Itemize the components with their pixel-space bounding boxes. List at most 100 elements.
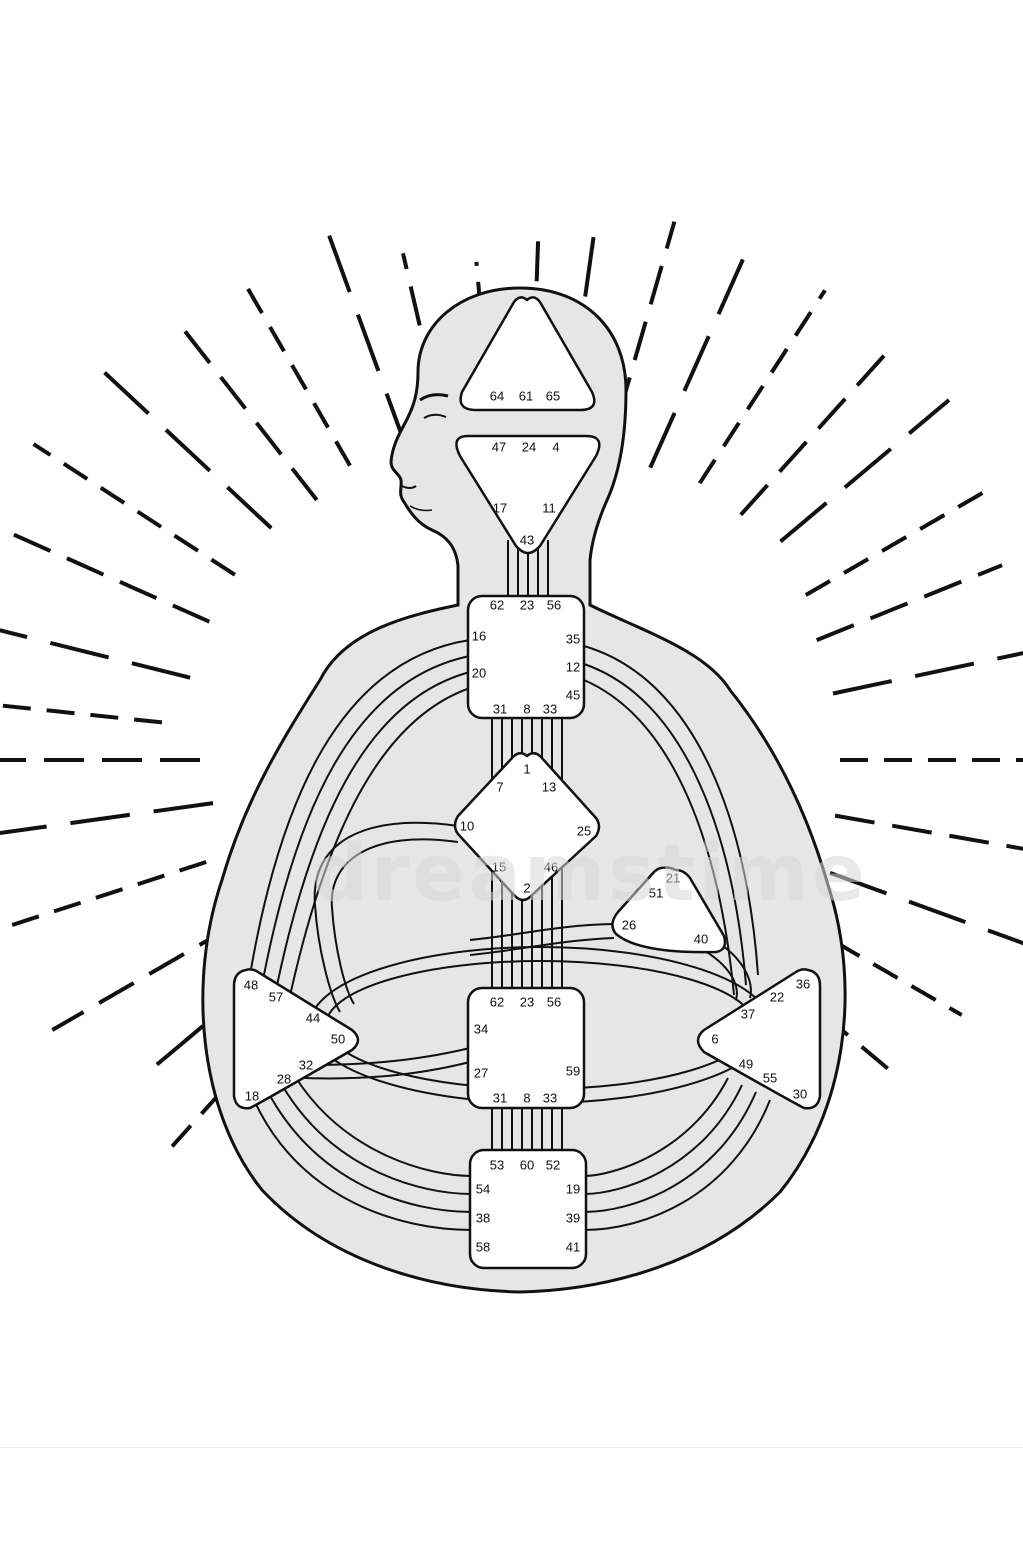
ray-line	[832, 651, 1023, 696]
ray-line	[648, 247, 750, 469]
gate-label-solar-plexus: 55	[763, 1070, 777, 1085]
ray-line	[51, 923, 236, 1032]
gate-label-ajna: 11	[542, 500, 556, 515]
gate-label-heart: 26	[622, 917, 636, 932]
sacral-center	[466, 986, 586, 1110]
gate-label-g: 7	[496, 779, 503, 794]
gate-label-root: 54	[476, 1181, 490, 1196]
gate-label-root: 60	[520, 1157, 534, 1172]
throat-center	[466, 594, 586, 720]
gate-label-root: 41	[566, 1239, 580, 1254]
gate-label-throat: 23	[520, 597, 534, 612]
gate-label-sacral: 59	[566, 1063, 580, 1078]
chin-line	[409, 505, 433, 512]
gate-label-solar-plexus: 6	[711, 1031, 718, 1046]
gate-label-sacral: 23	[520, 994, 534, 1009]
gate-label-spleen: 44	[306, 1010, 320, 1025]
gate-label-sacral: 33	[543, 1090, 557, 1105]
gate-label-g: 15	[492, 859, 506, 874]
gate-label-ajna: 43	[520, 532, 534, 547]
gate-label-head: 65	[546, 388, 560, 403]
ray-line	[32, 442, 236, 577]
gate-label-throat: 8	[523, 701, 530, 716]
heart-center	[611, 866, 727, 954]
ray-line	[7, 530, 211, 624]
gate-label-root: 19	[566, 1181, 580, 1196]
gate-label-throat: 35	[566, 631, 580, 646]
ray-line	[0, 628, 191, 680]
gate-label-solar-plexus: 22	[770, 989, 784, 1004]
gate-label-throat: 45	[566, 687, 580, 702]
ray-line	[600, 221, 677, 473]
ajna-center	[455, 434, 601, 555]
ray-line	[698, 289, 827, 485]
ray-line	[779, 398, 951, 544]
gate-label-g: 46	[544, 859, 558, 874]
g-center	[453, 752, 601, 902]
gate-label-root: 52	[546, 1157, 560, 1172]
ray-line	[238, 274, 352, 467]
ray-line	[173, 317, 319, 502]
gate-label-spleen: 32	[299, 1057, 313, 1072]
ray-line	[0, 801, 214, 836]
gate-label-g: 2	[523, 880, 530, 895]
head-center	[459, 296, 596, 412]
gate-label-spleen: 28	[277, 1071, 291, 1086]
gate-label-ajna: 17	[493, 500, 507, 515]
gate-label-solar-plexus: 49	[739, 1056, 753, 1071]
watermark-text: dreamstime	[312, 829, 868, 919]
gate-label-spleen: 48	[244, 977, 258, 992]
gate-label-sacral: 62	[490, 994, 504, 1009]
footer-band	[0, 1447, 1023, 1556]
gate-label-heart: 51	[649, 885, 663, 900]
gate-label-throat: 31	[493, 701, 507, 716]
gate-label-ajna: 24	[522, 439, 536, 454]
mouth	[401, 485, 417, 489]
eye	[423, 413, 447, 419]
gate-label-ajna: 47	[492, 439, 506, 454]
spleen-center	[232, 968, 360, 1110]
gate-label-spleen: 18	[245, 1088, 259, 1103]
ray-line	[804, 488, 989, 597]
gate-label-throat: 12	[566, 659, 580, 674]
ray-line	[326, 233, 409, 451]
centers	[232, 296, 822, 1270]
gate-label-g: 13	[542, 779, 556, 794]
solar-plexus-center	[696, 968, 822, 1110]
gate-label-g: 10	[460, 818, 474, 833]
gate-label-throat: 16	[472, 628, 486, 643]
gate-label-head: 64	[490, 388, 504, 403]
gate-label-heart: 40	[694, 931, 708, 946]
gate-label-sacral: 8	[523, 1090, 530, 1105]
gate-label-solar-plexus: 30	[793, 1086, 807, 1101]
gate-label-throat: 33	[543, 701, 557, 716]
gate-label-root: 39	[566, 1210, 580, 1225]
gate-label-sacral: 31	[493, 1090, 507, 1105]
gate-label-sacral: 27	[474, 1065, 488, 1080]
ray-line	[0, 860, 207, 932]
gate-label-root: 58	[476, 1239, 490, 1254]
ray-line	[739, 342, 897, 517]
gate-label-throat: 62	[490, 597, 504, 612]
gate-label-g: 25	[577, 823, 591, 838]
gate-label-heart: 21	[666, 870, 680, 885]
gate-label-root: 38	[476, 1210, 490, 1225]
ray-line	[87, 356, 273, 530]
gate-label-sacral: 56	[547, 994, 561, 1009]
gate-label-solar-plexus: 36	[796, 976, 810, 991]
root-center	[468, 1148, 588, 1270]
ray-line	[815, 563, 1003, 642]
ray-line	[829, 871, 1023, 946]
gate-label-g: 1	[523, 761, 530, 776]
gate-label-throat: 20	[472, 665, 486, 680]
gate-label-root: 53	[490, 1157, 504, 1172]
gate-label-spleen: 57	[269, 989, 283, 1004]
gate-label-head: 61	[519, 388, 533, 403]
gate-label-sacral: 34	[474, 1021, 488, 1036]
gate-label-solar-plexus: 37	[741, 1006, 755, 1021]
ray-line	[0, 703, 163, 725]
gate-label-spleen: 50	[331, 1031, 345, 1046]
gate-label-throat: 56	[547, 597, 561, 612]
